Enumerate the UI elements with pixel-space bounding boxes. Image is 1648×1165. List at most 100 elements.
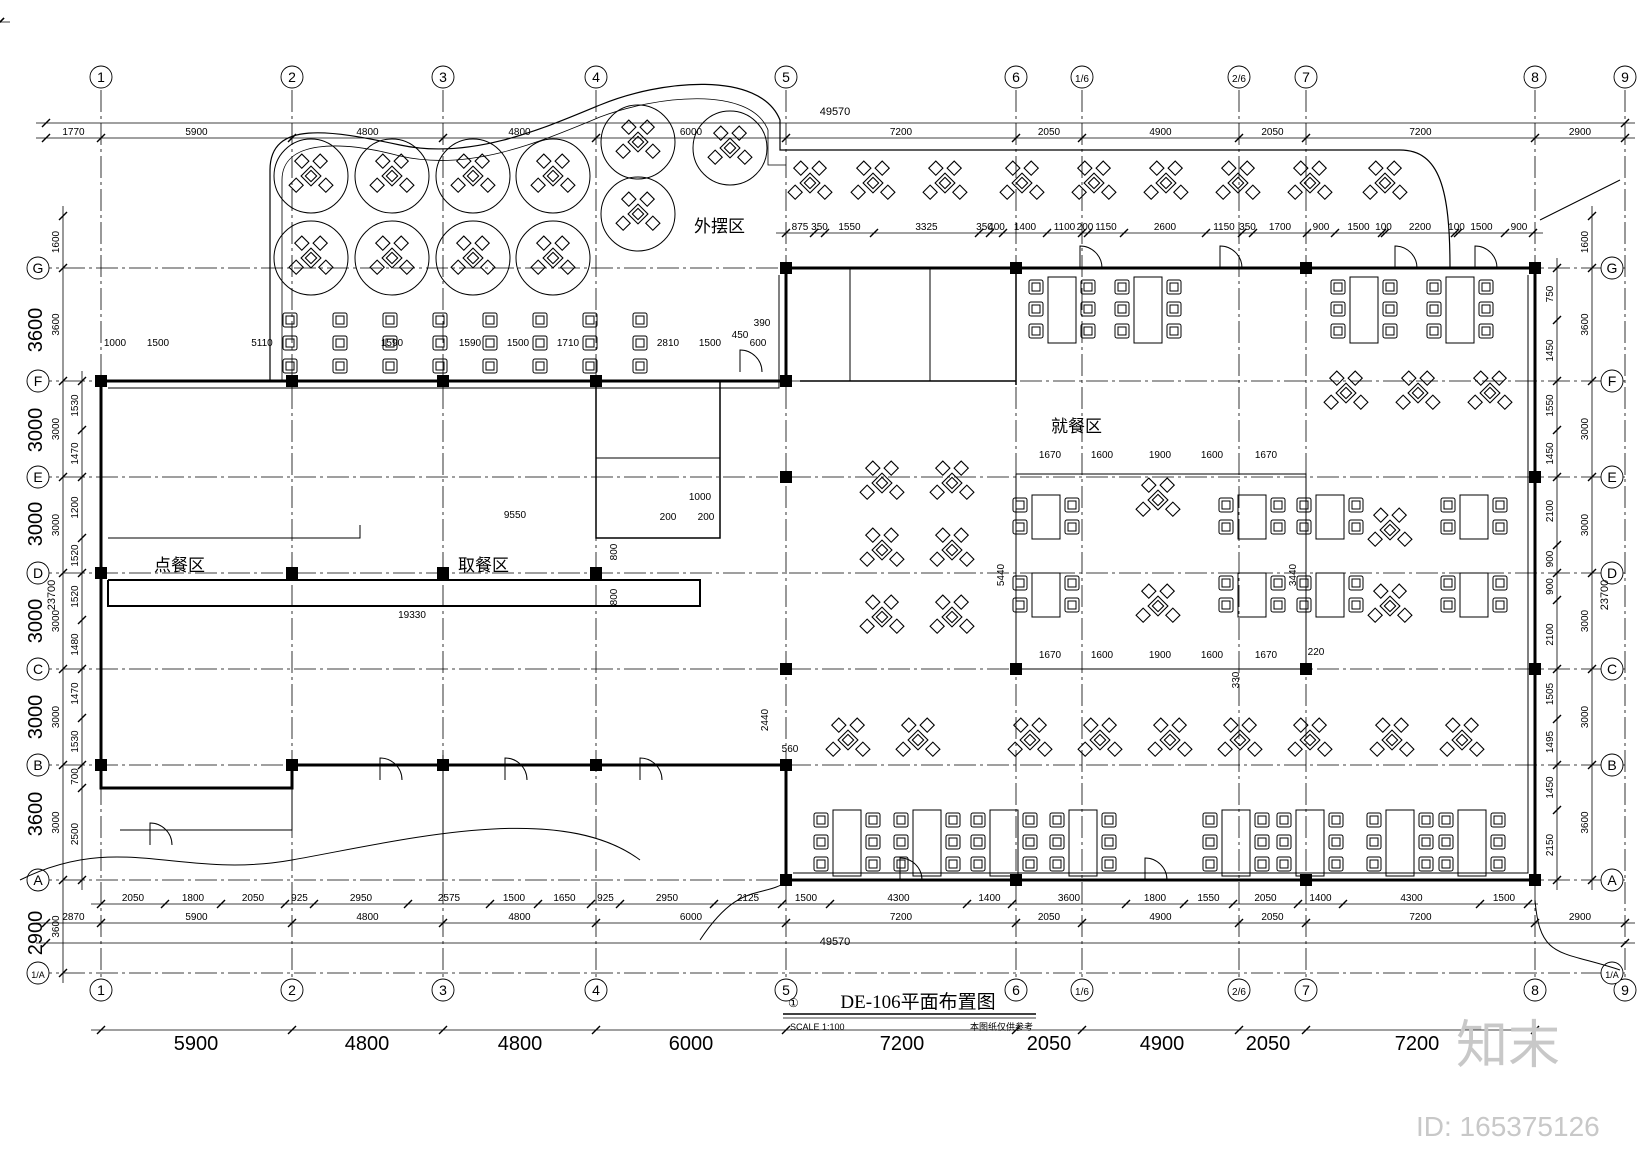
detail-dim-top: 3325 <box>915 222 938 233</box>
interior-dim: 9550 <box>504 510 527 521</box>
chair-icon <box>482 335 498 351</box>
left-inner-dim: 1530 <box>70 730 81 753</box>
axis-bubble-col <box>431 978 455 1002</box>
detail-dim-top: 1500 <box>1470 222 1493 233</box>
chair-icon <box>893 834 909 850</box>
chair-icon <box>1022 834 1038 850</box>
axis-label-col: 9 <box>1621 69 1629 85</box>
chair-icon <box>1382 323 1398 339</box>
table-set-icon <box>929 594 975 634</box>
zone-label-outdoor: 外摆区 <box>694 217 745 236</box>
table-set-icon <box>369 153 415 193</box>
axis-bubble-row <box>26 657 50 681</box>
round-table-area <box>600 176 676 252</box>
chair-icon <box>1254 812 1270 828</box>
structural-column <box>1529 471 1541 483</box>
interior-dim: 1500 <box>147 338 170 349</box>
bay-dim-bottom-small: 7200 <box>890 912 913 923</box>
table-set-icon <box>1467 370 1513 410</box>
chair-icon <box>1490 834 1506 850</box>
door-swing-icon <box>149 822 173 846</box>
right-dim: 3000 <box>1580 609 1591 632</box>
detail-dim-top: 1400 <box>1014 222 1037 233</box>
right-inner-dim: 900 <box>1545 550 1556 567</box>
chair-icon <box>1418 856 1434 872</box>
round-table-area <box>273 138 349 214</box>
interior-dim: 1670 <box>1255 450 1278 461</box>
axis-bubble-col <box>280 978 304 1002</box>
bay-dim-3: 4800 <box>498 1033 543 1055</box>
structural-column <box>1010 262 1022 274</box>
axis-bubble-col <box>280 65 304 89</box>
detail-dim-top: 100 <box>1448 222 1465 233</box>
table-set-icon <box>1135 477 1181 517</box>
row-dim-1: 3600 <box>25 308 47 353</box>
right-dim: 3000 <box>1580 513 1591 536</box>
interior-dim: 1900 <box>1149 650 1172 661</box>
bay-dim-bottom-small: 2870 <box>62 912 85 923</box>
interior-dim: 1500 <box>699 338 722 349</box>
chair-icon <box>1438 812 1454 828</box>
bay-dim-5: 7200 <box>880 1033 925 1055</box>
left-inner-dim: 700 <box>70 768 81 785</box>
chair-icon <box>482 358 498 374</box>
chair-icon <box>632 358 648 374</box>
chair-icon <box>1101 834 1117 850</box>
row-dim-5: 3000 <box>25 695 47 740</box>
chair-icon <box>1012 497 1028 513</box>
door-swing-icon <box>739 349 763 373</box>
interior-dim: 1670 <box>1039 450 1062 461</box>
axis-label-col: 1 <box>97 982 105 998</box>
detail-dim-top: 200 <box>1077 222 1094 233</box>
chair-icon <box>532 358 548 374</box>
axis-bubble-row <box>1600 369 1624 393</box>
left-inner-dim: 2500 <box>70 822 81 845</box>
structural-column <box>780 471 792 483</box>
axis-label-col: 5 <box>782 982 790 998</box>
axis-label-col: 4 <box>592 982 600 998</box>
bay-dim-top: 7200 <box>890 127 913 138</box>
booth-table <box>1457 809 1487 877</box>
chair-icon <box>1049 812 1065 828</box>
interior-dim: 1670 <box>1039 650 1062 661</box>
axis-label-col: 4 <box>592 69 600 85</box>
structural-column <box>437 375 449 387</box>
wall <box>107 579 701 607</box>
structural-column <box>1300 874 1312 886</box>
chair-icon <box>1492 497 1508 513</box>
detail-dim-bottom: 1400 <box>978 893 1001 904</box>
right-inner-dim: 2150 <box>1545 833 1556 856</box>
table-set-icon <box>1287 160 1333 200</box>
detail-dim-bottom: 925 <box>597 893 614 904</box>
zone-label-pickup: 取餐区 <box>458 556 509 575</box>
structural-column <box>286 759 298 771</box>
structural-column <box>780 874 792 886</box>
right-inner-dim: 1505 <box>1545 682 1556 705</box>
axis-bubble-col <box>1294 65 1318 89</box>
row-dim-2: 3000 <box>25 408 47 453</box>
door-swing-icon <box>1144 857 1168 881</box>
booth-table <box>1295 809 1325 877</box>
interior-dim: 5440 <box>996 563 1007 586</box>
detail-dim-bottom: 2950 <box>656 893 679 904</box>
structural-column <box>1010 874 1022 886</box>
table-set-icon <box>929 460 975 500</box>
right-inner-dim: 1495 <box>1545 730 1556 753</box>
structural-column <box>590 375 602 387</box>
round-table-area <box>435 138 511 214</box>
booth-table <box>989 809 1019 877</box>
chair-icon <box>332 312 348 328</box>
interior-dim: 1600 <box>1201 650 1224 661</box>
bay-dim-bottom-small: 4900 <box>1149 912 1172 923</box>
axis-label-row: D <box>1607 565 1617 581</box>
chair-icon <box>1202 856 1218 872</box>
table-set-icon <box>1135 583 1181 623</box>
structural-column <box>780 759 792 771</box>
detail-dim-bottom: 925 <box>291 893 308 904</box>
axis-label-col: 1/6 <box>1075 987 1089 998</box>
chair-icon <box>1296 597 1312 613</box>
interior-dim: 560 <box>782 744 799 755</box>
table-set-icon <box>1143 160 1189 200</box>
axis-bubble-col <box>1523 65 1547 89</box>
round-table-area <box>515 220 591 296</box>
